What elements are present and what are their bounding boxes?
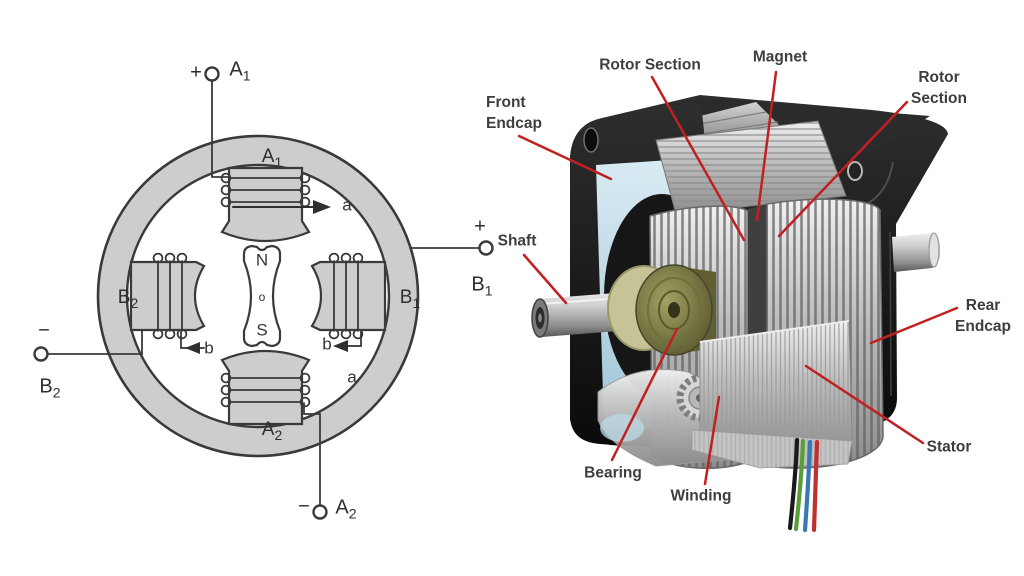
leader-rotor-right [777,100,909,238]
rotor-center-label: o [258,289,266,304]
terminal-b1-node [478,240,494,256]
phase-label-a-inner: a [347,367,357,387]
label-stator: Stator [926,438,972,456]
label-magnet: Magnet [752,48,808,66]
pole-label-b2: B2 [117,287,139,312]
pole-b2 [129,260,206,332]
coil-a2 [220,372,311,408]
pole-a2 [220,349,311,426]
rotor-south-label: S [256,320,268,340]
wire-a1 [211,80,230,178]
wire-a2 [303,402,321,506]
pole-b1 [310,260,387,332]
label-front-endcap: Front Endcap [486,94,542,132]
coil-b1 [328,252,364,340]
pole-label-b1: B1 [399,287,421,312]
stator-lamination-stack [655,120,847,215]
leader-shaft [522,253,568,305]
label-rotor-section-right: Rotor Section [911,69,967,107]
leader-rear-endcap [869,306,959,345]
rotor-north-label: N [255,250,269,270]
stator-block [699,320,853,458]
front-screw-hole [583,127,599,153]
rear-shaft-stub [892,232,940,272]
motor-cutaway-art [517,70,959,533]
wire-black [787,437,800,531]
phase-label-b-right: b [322,334,332,354]
label-rotor-section-left: Rotor Section [599,56,701,74]
pole-label-a2: A2 [261,419,283,444]
leader-lines [517,70,959,486]
terminal-b1-label: B1 [471,273,493,299]
terminal-b2-node [33,346,49,362]
terminal-a1-node [204,66,220,82]
wire-red [811,439,820,533]
terminal-a2-node [312,504,328,520]
label-bearing: Bearing [584,464,642,482]
phase-arrow-b-left [180,331,205,354]
schematic-drawing [33,66,494,520]
leader-magnet [755,70,778,222]
terminal-a2-sign: − [298,495,310,518]
label-rear-endcap: Rear Endcap [955,297,1011,335]
leader-stator [804,364,925,445]
label-winding: Winding [670,487,732,505]
wire-b2 [47,330,143,355]
rotor-magnet [242,244,282,348]
pole-a1 [220,166,311,243]
leader-rotor-left [650,75,746,242]
terminal-b1-sign: + [474,215,486,238]
wire-blue [802,439,813,533]
wire-green [793,438,806,532]
coil-a1 [220,172,311,208]
terminal-a1-sign: + [190,61,202,84]
terminal-b2-sign: − [38,319,50,342]
terminal-b2-label: B2 [39,375,61,401]
stator-block-lip [691,429,853,469]
terminal-wires [47,80,480,506]
phase-arrow-b-right [333,331,362,352]
coil-b2 [152,252,188,340]
leader-winding [703,395,721,486]
terminal-a2-label: A2 [335,496,357,522]
leader-bearing [610,327,679,462]
phase-label-a-top: a [342,195,352,215]
lead-wires [787,437,820,533]
phase-label-b-left: b [204,338,214,358]
bearing-hub [635,264,713,356]
pole-label-a1: A1 [261,146,283,171]
terminal-a1-label: A1 [229,58,251,84]
label-shaft: Shaft [497,232,537,250]
bottom-blue-tint [600,414,644,442]
rear-plate-hole [847,161,863,181]
phase-arrow-a [232,200,331,214]
leader-front-endcap [517,134,613,181]
